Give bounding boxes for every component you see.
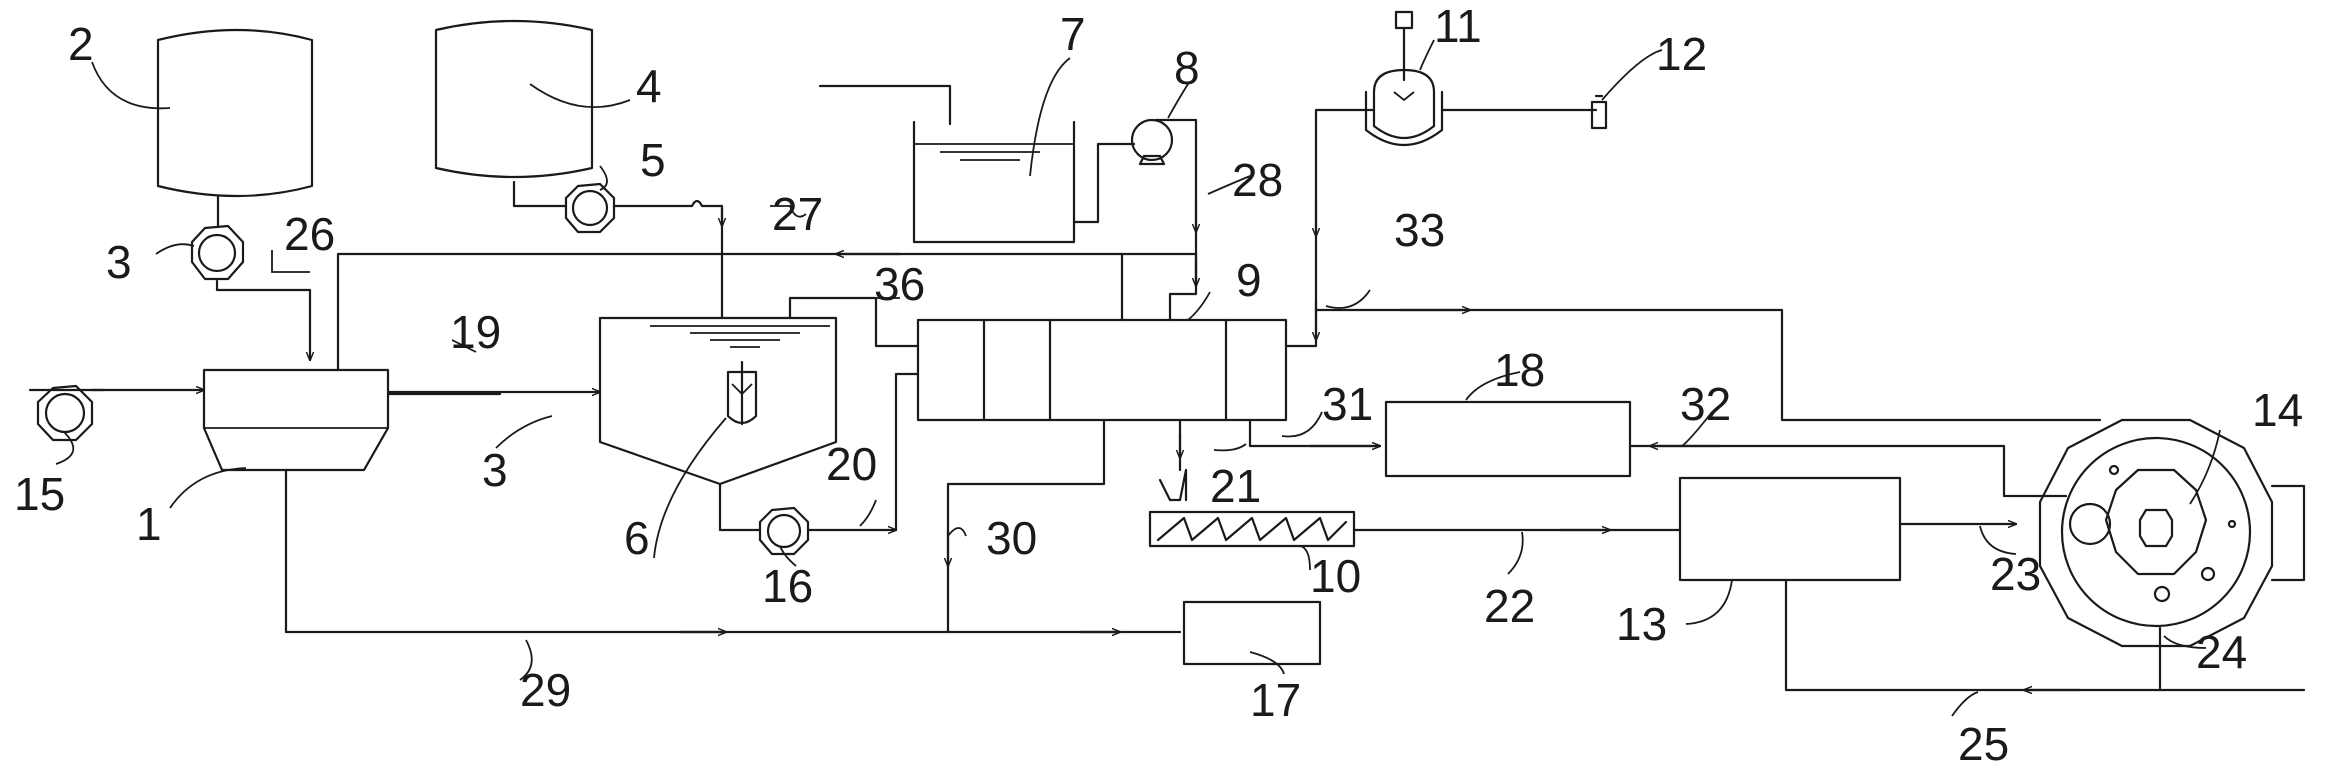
label-31: 31 (1322, 378, 1373, 430)
separator-9-vent-right (1168, 252, 1198, 322)
mixing-tank-1 (202, 368, 390, 472)
separator-9 (916, 318, 1288, 422)
label-5: 5 (640, 134, 666, 186)
pump-8-base (1138, 154, 1166, 166)
label-7: 7 (1060, 8, 1086, 60)
label-9: 9 (1236, 254, 1262, 306)
dryer-13 (1678, 476, 1902, 582)
line-28 (1154, 118, 1198, 288)
label-8: 8 (1174, 42, 1200, 94)
heater-12 (1590, 94, 1608, 130)
tank3-bottom-line (718, 482, 762, 532)
tank-18 (1384, 400, 1632, 478)
mixer-6-blade (726, 370, 758, 425)
kiln-14-inner (2104, 468, 2208, 576)
label-19: 19 (450, 306, 501, 358)
pump-8 (1130, 118, 1174, 162)
flocculation-tank-3 (598, 316, 838, 486)
leader-lines (55, 39, 2221, 717)
tank-17 (1182, 600, 1322, 666)
storage-tank-4 (434, 19, 594, 179)
label-24: 24 (2196, 626, 2247, 678)
line-20-up (894, 372, 920, 532)
kiln-14-dot-1 (2108, 464, 2120, 476)
kiln-14-dot-2 (2227, 519, 2237, 529)
label-18: 18 (1494, 344, 1545, 396)
tank4-outlet-line (512, 180, 568, 208)
label-14: 14 (2252, 384, 2303, 436)
label-4: 4 (636, 60, 662, 112)
kiln-14-core (2138, 508, 2174, 548)
mixer-6-y (731, 383, 753, 406)
kiln-14-ball-2 (2153, 585, 2171, 603)
label-22: 22 (1484, 580, 1535, 632)
line-27 (612, 199, 724, 320)
chemical-tank-7 (912, 120, 1076, 244)
label-16: 16 (762, 560, 813, 612)
label-6: 6 (624, 512, 650, 564)
label-11: 11 (1434, 0, 1482, 52)
line-29 (284, 468, 1182, 634)
line-32 (1628, 444, 2068, 498)
label-27: 27 (772, 188, 823, 240)
label-33: 33 (1394, 204, 1445, 256)
reactor-11-jacket (1364, 90, 1444, 147)
kiln-14-outer (2038, 418, 2274, 648)
kiln-14-side-box (2270, 484, 2306, 582)
tank-7-outlet (1072, 142, 1136, 224)
reactor-11-motor (1394, 10, 1414, 82)
label-28: 28 (1232, 154, 1283, 206)
pump-15 (36, 384, 94, 442)
label-25: 25 (1958, 718, 2009, 770)
pump-16 (758, 506, 810, 556)
label-15: 15 (14, 468, 65, 520)
label-21: 21 (1210, 460, 1261, 512)
label-26: 26 (284, 208, 335, 260)
hopper-10 (1158, 468, 1188, 502)
line-25 (1784, 578, 2306, 692)
label-32: 32 (1680, 378, 1731, 430)
tank-7-inlet-line (818, 84, 952, 126)
reactor-11 (1372, 68, 1436, 139)
pump-15-impeller (44, 392, 86, 434)
pump-3-top-impeller (197, 233, 237, 273)
recycle-line-header (336, 252, 1198, 372)
kiln-14-left-roller (2068, 502, 2112, 546)
reactor-11-stirrer (1393, 91, 1415, 102)
pump-3-top (190, 224, 245, 281)
kiln-14-ring (2060, 436, 2252, 628)
label-20: 20 (826, 438, 877, 490)
label-13: 13 (1616, 598, 1667, 650)
pump-5-impeller (571, 189, 609, 227)
label-29: 29 (520, 664, 571, 716)
pump-5 (564, 182, 616, 234)
label-3-mid: 3 (482, 444, 508, 496)
kiln-14-ball-1 (2200, 566, 2216, 582)
label-2: 2 (68, 18, 94, 70)
label-30: 30 (986, 512, 1037, 564)
screw-conveyor-10-flights (1156, 516, 1348, 542)
line-26 (215, 279, 310, 362)
storage-tank-2 (156, 28, 314, 198)
label-17: 17 (1250, 674, 1301, 726)
label-23: 23 (1990, 548, 2041, 600)
label-3-top: 3 (106, 236, 132, 288)
pump-16-impeller (766, 513, 802, 549)
label-10: 10 (1310, 550, 1361, 602)
kiln-feed-line (1314, 308, 2102, 422)
label-12: 12 (1656, 28, 1707, 80)
label-36: 36 (874, 258, 925, 310)
label-1: 1 (136, 498, 162, 550)
